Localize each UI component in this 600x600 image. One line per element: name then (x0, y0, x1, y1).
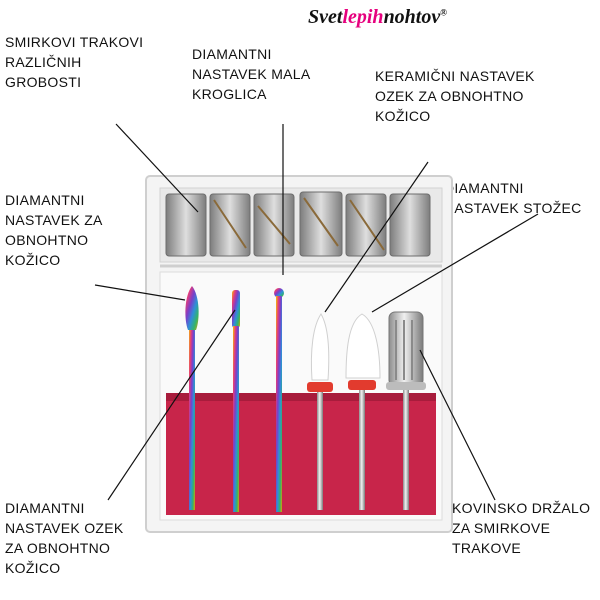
label-diamond-narrow: DIAMANTNI NASTAVEK OZEK ZA OBNOHTNO KOŽI… (5, 500, 124, 576)
label-ceramic-narrow: KERAMIČNI NASTAVEK OZEK ZA OBNOHTNO KOŽI… (375, 68, 535, 124)
label-diamond-cuticle: DIAMANTNI NASTAVEK ZA OBNOHTNO KOŽICO (5, 192, 103, 268)
pointer-lines (94, 123, 539, 501)
bit-metal-holder (386, 311, 426, 510)
brand-part3: nohtov (383, 6, 441, 28)
label-diamond-small-ball: DIAMANTNI NASTAVEK MALA KROGLICA (192, 46, 311, 102)
bit-diamond-narrow (232, 290, 240, 512)
label-sanding-bands: SMIRKOVI TRAKOVI RAZLIČNIH GROBOSTI (5, 34, 144, 90)
bit-ceramic-narrow (307, 313, 333, 510)
bit-diamond-small-ball (274, 288, 284, 512)
label-metal-holder: KOVINSKO DRŽALO ZA SMIRKOVE TRAKOVE (452, 500, 591, 556)
bit-diamond-cuticle (185, 286, 199, 510)
sanding-bands (165, 191, 431, 257)
brand-registered: ® (440, 7, 447, 18)
brand-part1: Svet (308, 6, 343, 28)
foam-insert (166, 393, 436, 515)
brand-logo: Svetlepihnohtov® (308, 6, 447, 29)
label-diamond-cone: DIAMANTNI NASTAVEK STOŽEC (444, 180, 582, 216)
brand-part2: lepih (342, 6, 384, 28)
bit-ceramic-cone (345, 313, 381, 510)
